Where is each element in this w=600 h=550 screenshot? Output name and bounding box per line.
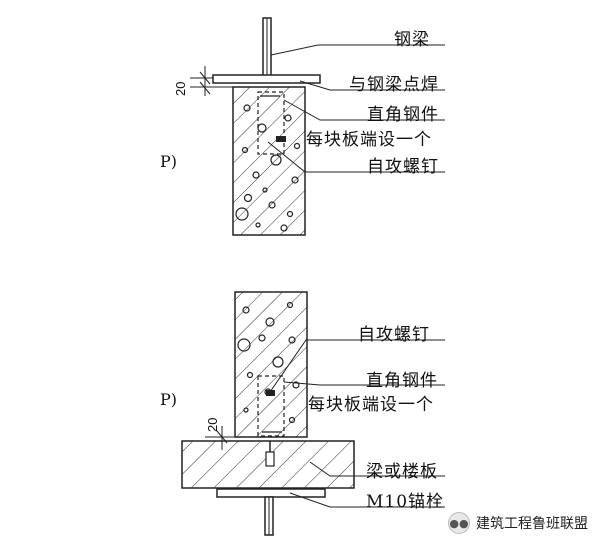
bottom-side-fragment: P) — [160, 390, 178, 409]
bottom-dimension — [205, 426, 235, 450]
bottom-anchor-head — [265, 451, 275, 467]
bottom-detail — [181, 291, 445, 536]
label-steel-beam: 钢梁 — [394, 30, 430, 50]
top-detail — [190, 17, 445, 236]
label-bottom-screw: 自攻螺钉 — [358, 325, 430, 345]
bottom-wall-panel — [234, 291, 308, 438]
bottom-screw — [266, 390, 275, 396]
top-leaders — [267, 44, 445, 173]
top-screw — [276, 136, 286, 142]
label-slab: 梁或楼板 — [366, 462, 438, 482]
watermark: ●● 建筑工程鲁班联盟 — [448, 512, 588, 534]
top-dimension — [190, 66, 233, 96]
label-top-screw: 自攻螺钉 — [367, 157, 439, 177]
top-wall-panel — [232, 86, 306, 236]
label-anchor: M10锚栓 — [366, 492, 445, 512]
label-top-per-panel: 每块板端设一个 — [306, 130, 432, 150]
wechat-icon: ●● — [448, 512, 470, 534]
bottom-dimension-value: 20 — [205, 417, 220, 432]
bottom-angle-steel — [257, 375, 285, 437]
top-steel-flange — [212, 74, 321, 84]
bottom-panel-pores — [237, 301, 300, 424]
watermark-text: 建筑工程鲁班联盟 — [476, 516, 588, 532]
label-spot-weld: 与钢梁点焊 — [349, 75, 439, 95]
label-bottom-angle-steel: 直角钢件 — [366, 371, 438, 391]
label-top-angle-steel: 直角钢件 — [367, 105, 439, 125]
top-side-fragment: P) — [160, 152, 178, 171]
bottom-leaders — [269, 339, 445, 508]
label-bottom-per-panel: 每块板端设一个 — [308, 395, 434, 415]
top-angle-steel — [257, 91, 285, 155]
bottom-steel-flange — [216, 488, 326, 498]
top-dimension-value: 20 — [173, 81, 188, 96]
